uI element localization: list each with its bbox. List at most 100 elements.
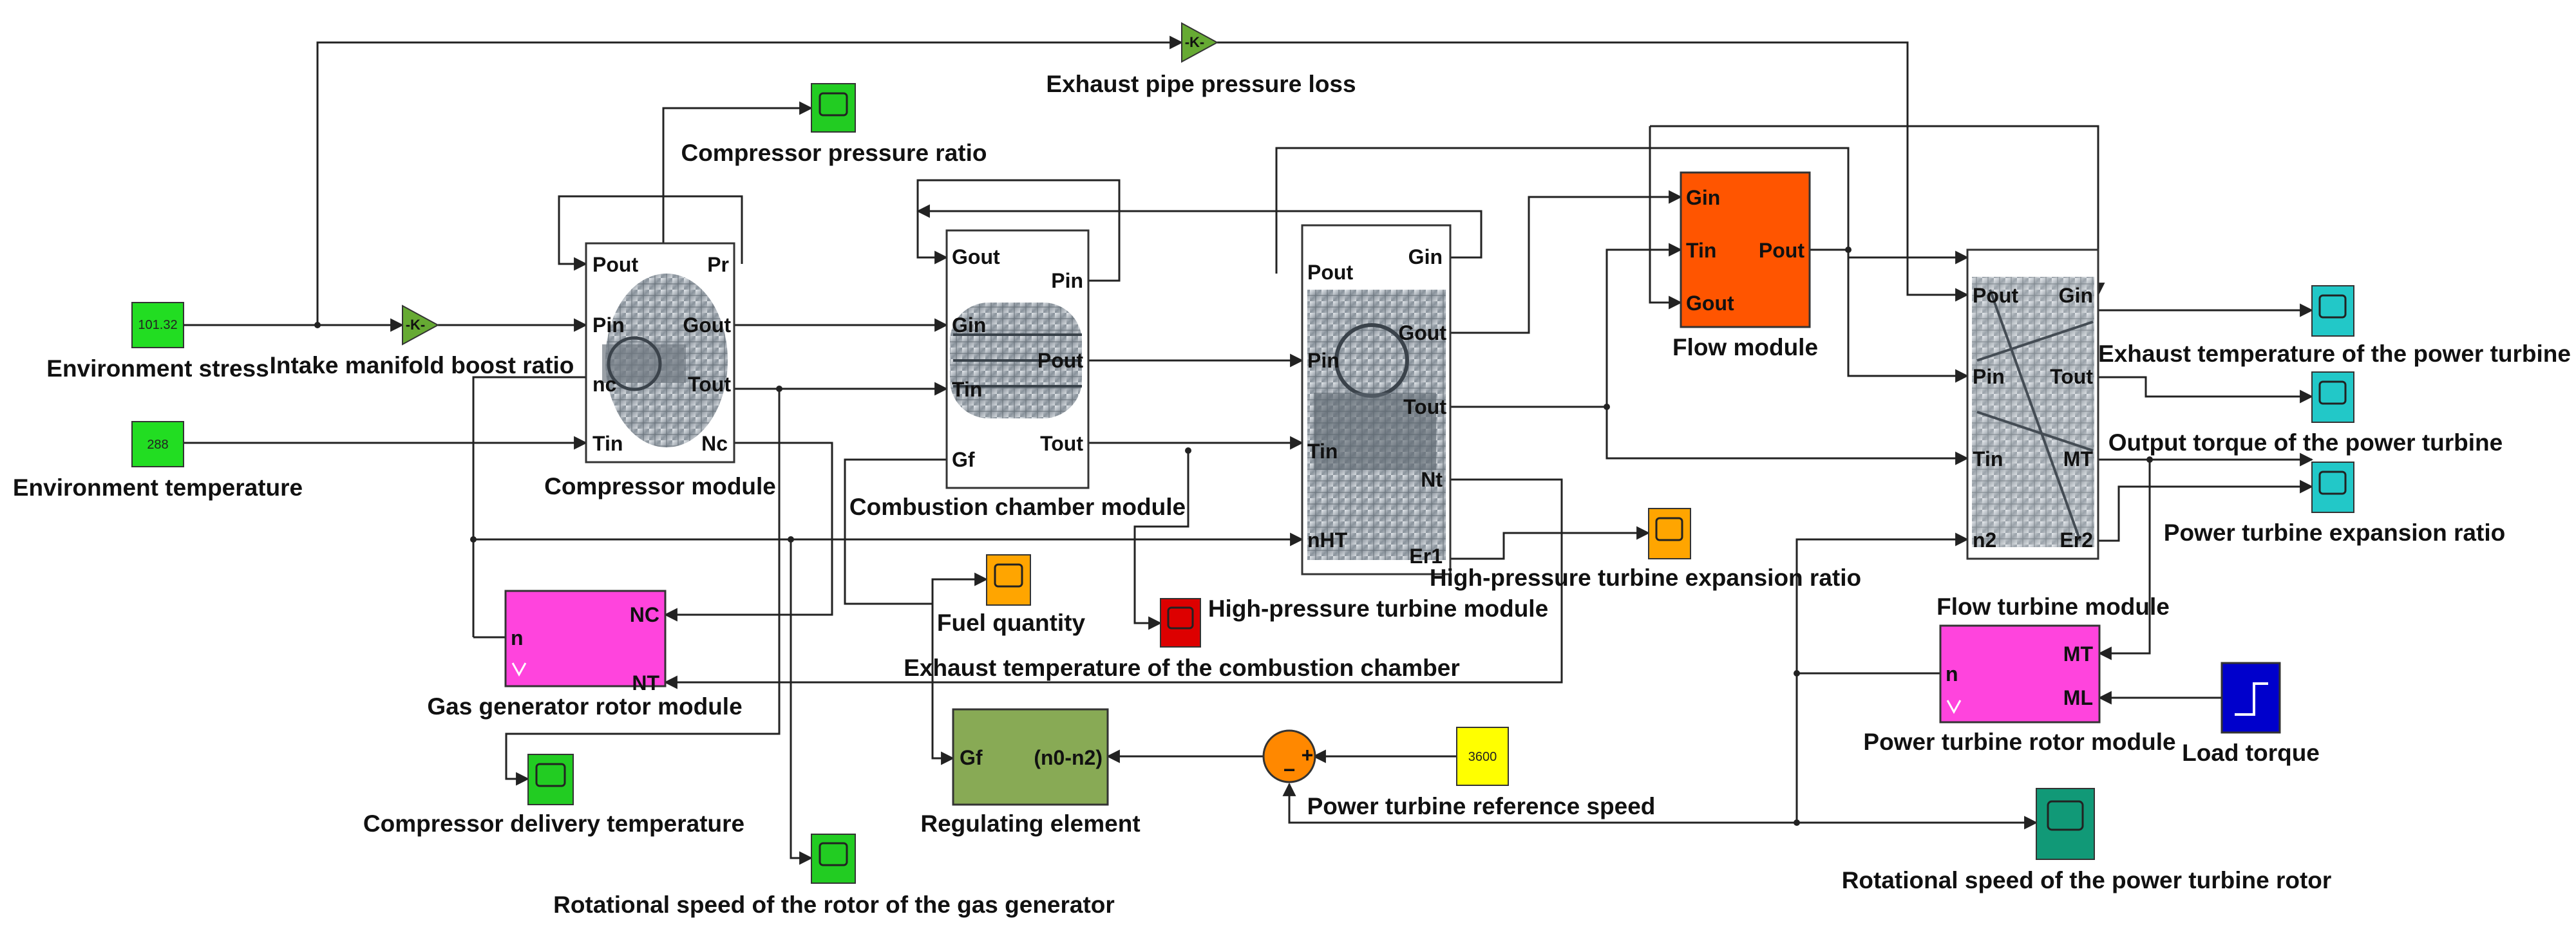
hpt-port-nt: Nt <box>1421 468 1443 491</box>
wire-exhaust-to-flow-turbine[interactable] <box>1217 41 1969 302</box>
exhaust-temp-power-turbine-scope[interactable] <box>2311 285 2354 337</box>
exhaust-temp-power-turbine-caption: Exhaust temperature of the power turbine <box>2098 341 2571 367</box>
ref-speed-constant[interactable]: 3600 <box>1456 727 1509 786</box>
junction <box>314 322 321 328</box>
hpt-engine-image <box>1307 290 1446 560</box>
load-torque-block[interactable] <box>2221 662 2281 734</box>
gas-generator-rotor-module[interactable]: n NC NT <box>504 590 667 695</box>
power-turbine-rotor-module[interactable]: n MT ML <box>1939 624 2101 724</box>
combustion-port-tin: Tin <box>952 378 982 401</box>
wire-hpt-tout-to-flow[interactable] <box>1450 243 1683 408</box>
exhaust-temp-combustion-caption: Exhaust temperature of the combustion ch… <box>904 655 1460 681</box>
hpt-port-nht: nHT <box>1307 528 1348 552</box>
compressor-delivery-temp-scope[interactable] <box>527 754 574 805</box>
wire-tout-to-delivery-scope[interactable] <box>505 389 781 786</box>
wire-hpt-gout-to-flow[interactable] <box>1450 190 1683 334</box>
compressor-port-pout: Pout <box>592 253 638 276</box>
hpt-port-tout: Tout <box>1403 395 1446 418</box>
flow-turbine-port-mt: MT <box>2063 447 2094 471</box>
exhaust-gain-caption: Exhaust pipe pressure loss <box>1046 71 1356 97</box>
wire-hpt-tout-to-flow-turbine[interactable] <box>1605 407 1969 465</box>
wire-er2-to-scope[interactable] <box>2098 480 2314 542</box>
junction <box>1845 247 1852 253</box>
compressor-port-pr: Pr <box>707 253 729 276</box>
compressor-port-tout: Tout <box>688 373 731 396</box>
wire-rotor-n-to-compressor-nc[interactable] <box>472 376 586 637</box>
wire-tout-to-exhaust-scope[interactable] <box>1133 451 1189 630</box>
gas-gen-rotor-speed-scope[interactable] <box>811 834 856 884</box>
hpt-port-er1: Er1 <box>1409 545 1443 568</box>
compressor-port-nc: nc <box>592 373 616 396</box>
wire-hpt-pout-loop[interactable] <box>1275 147 1969 274</box>
flow-turbine-engine-image <box>1972 277 2094 547</box>
wire-flow-loop-top <box>1650 125 2105 297</box>
flow-port-gout: Gout <box>1686 292 1734 315</box>
wire-hpt-nt-to-rotor[interactable] <box>663 478 1563 689</box>
wire-env-stress-to-exhaust-gain[interactable] <box>316 35 1184 325</box>
wire-power-rotor-n-to-flow-turbine[interactable] <box>1795 532 1969 675</box>
wire-mt-to-power-rotor[interactable] <box>2098 460 2151 660</box>
regulating-port-n0n2: (n0-n2) <box>1034 746 1103 769</box>
wire-tout-to-output-torque-scope[interactable] <box>2098 376 2314 404</box>
output-torque-scope[interactable] <box>2311 371 2354 423</box>
compressor-caption: Compressor module <box>544 473 776 500</box>
chevron-down-icon <box>511 662 527 677</box>
compressor-port-gout: Gout <box>683 313 731 337</box>
intake-gain-block[interactable]: -K- <box>402 304 440 346</box>
wire-compressor-pr-to-scope[interactable] <box>662 101 813 265</box>
wire-exhaust-temp-to-scope[interactable] <box>2097 303 2314 335</box>
combustion-port-tout: Tout <box>1040 432 1083 455</box>
compressor-port-nc-out: Nc <box>701 432 728 455</box>
wire-power-rotor-speed-to-sum[interactable] <box>1282 782 1797 824</box>
combustion-engine-image <box>950 303 1082 418</box>
wire-nc-to-rotor[interactable] <box>663 442 833 622</box>
power-rotor-port-ml: ML <box>2063 686 2093 709</box>
combustion-chamber-module[interactable]: Gout Pin Gin Pout Tin Tout Gf <box>945 229 1090 489</box>
env-stress-constant[interactable]: 101.32 <box>131 302 184 348</box>
hpt-expansion-ratio-scope[interactable] <box>1648 508 1691 559</box>
flow-turbine-port-n2: n2 <box>1973 528 1996 552</box>
sum-plus-sign: + <box>1302 743 1314 767</box>
intake-gain-symbol: -K- <box>406 317 426 333</box>
sum-minus-sign: − <box>1283 758 1296 781</box>
wire-compressor-pr-loop[interactable] <box>558 195 743 271</box>
flow-caption: Flow module <box>1672 334 1818 360</box>
gas-rotor-port-nt: NT <box>632 671 659 695</box>
flow-turbine-caption: Flow turbine module <box>1937 593 2170 620</box>
compressor-engine-image <box>602 274 728 447</box>
wire-gf-to-fuel-scope[interactable] <box>844 458 989 605</box>
load-torque-caption: Load torque <box>2182 740 2320 766</box>
flow-turbine-port-er2: Er2 <box>2060 528 2093 552</box>
regulating-element[interactable]: Gf (n0-n2) <box>952 708 1109 806</box>
env-stress-value: 101.32 <box>138 318 177 332</box>
power-turbine-expansion-scope[interactable] <box>2311 462 2354 513</box>
compressor-pressure-ratio-scope[interactable] <box>811 83 856 133</box>
wire-rotor-speed-to-scope[interactable] <box>790 539 813 865</box>
hpt-expansion-ratio-caption: High-pressure turbine expansion ratio <box>1430 565 1861 591</box>
wire-flow-pout-to-flow-turbine[interactable] <box>1810 248 1969 383</box>
flow-turbine-port-tout: Tout <box>2050 365 2093 388</box>
high-pressure-turbine-module[interactable]: Pout Gin Gout Pin Tout Tin Nt nHT Er1 <box>1301 224 1452 575</box>
sum-block[interactable]: − + <box>1262 729 1316 783</box>
env-temp-constant[interactable]: 288 <box>131 421 184 467</box>
compressor-module[interactable]: Pout Pr Pin Gout nc Tout Tin Nc <box>585 242 735 463</box>
regulating-caption: Regulating element <box>920 810 1140 837</box>
wire-er1-to-scope[interactable] <box>1450 526 1651 560</box>
wire-combustion-pin-loop[interactable] <box>916 179 1121 282</box>
fuel-quantity-scope[interactable] <box>986 554 1031 606</box>
flow-module[interactable]: Gin Tin Pout Gout <box>1680 171 1811 328</box>
gas-rotor-port-n: n <box>511 626 524 649</box>
combustion-port-pin: Pin <box>1051 269 1083 292</box>
combustion-caption: Combustion chamber module <box>849 494 1186 520</box>
exhaust-temp-combustion-scope[interactable] <box>1160 598 1201 648</box>
wire-hpt-gin-loop <box>916 204 1482 259</box>
compressor-delivery-temp-caption: Compressor delivery temperature <box>363 810 744 837</box>
wire-flow-gout-loop[interactable] <box>1649 126 1683 310</box>
power-rotor-speed-scope[interactable] <box>2036 788 2095 860</box>
junction <box>2146 456 2153 463</box>
flow-turbine-module[interactable]: Pout Gin Pin Tout Tin MT n2 Er2 <box>1966 248 2099 560</box>
combustion-port-gin: Gin <box>952 313 986 337</box>
exhaust-gain-block[interactable]: -K- <box>1181 22 1219 63</box>
compressor-port-tin: Tin <box>592 432 623 455</box>
